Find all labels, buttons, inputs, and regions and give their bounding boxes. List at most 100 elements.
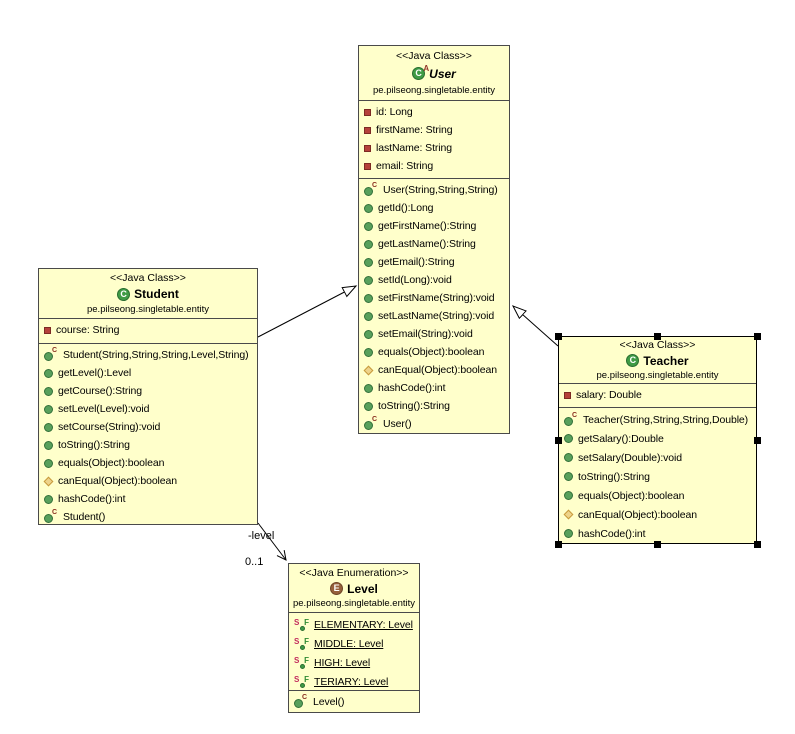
member-row[interactable]: getSalary():Double [559,429,756,448]
member-row[interactable]: getLevel():Level [39,364,257,382]
member-row[interactable]: getId():Long [359,199,509,217]
member-row[interactable]: hashCode():int [359,379,509,397]
selection-handle[interactable] [555,541,562,548]
member-row[interactable]: firstName: String [359,121,509,139]
member-row[interactable]: setSalary(Double):void [559,448,756,467]
member-row[interactable]: getEmail():String [359,253,509,271]
class-name[interactable]: Level [347,581,378,596]
member-row[interactable]: canEqual(Object):boolean [359,361,509,379]
member-text: getId():Long [378,202,434,214]
class-name[interactable]: User [429,66,456,81]
class-name[interactable]: Student [134,287,179,301]
constructor-icon: C [44,509,58,523]
member-text: setEmail(String):void [378,328,473,340]
member-text: hashCode():int [378,382,446,394]
member-row[interactable]: setEmail(String):void [359,325,509,343]
public-method-icon [364,347,373,357]
class-box-student[interactable]: <<Java Class>> C Student pe.pilseong.sin… [38,268,258,525]
member-row[interactable]: setId(Long):void [359,271,509,289]
member-row[interactable]: getFirstName():String [359,217,509,235]
member-text: hashCode():int [58,493,126,505]
member-row[interactable]: setCourse(String):void [39,418,257,436]
member-text: HIGH: Level [314,656,371,669]
member-text: lastName: String [376,142,453,154]
member-row[interactable]: hashCode():int [559,524,756,543]
public-method-icon [44,368,53,378]
member-row[interactable]: toString():String [359,397,509,415]
member-text: equals(Object):boolean [58,457,165,469]
member-text: getSalary():Double [578,432,664,445]
member-row[interactable]: course: String [39,321,257,339]
member-text: ELEMENTARY: Level [314,618,413,631]
public-method-icon [564,472,573,481]
class-box-teacher[interactable]: <<Java Class>> C Teacher pe.pilseong.sin… [558,336,757,544]
class-name[interactable]: Teacher [643,353,689,368]
member-row[interactable]: lastName: String [359,139,509,157]
member-row[interactable]: email: String [359,157,509,175]
member-text: User() [383,418,412,430]
public-method-icon [44,386,53,396]
public-method-icon [44,422,53,432]
selection-handle[interactable] [754,541,761,548]
member-row[interactable]: canEqual(Object):boolean [39,472,257,490]
member-row[interactable]: setLastName(String):void [359,307,509,325]
member-row[interactable]: salary: Double [559,386,756,404]
public-method-icon [44,458,53,468]
member-row[interactable]: equals(Object):boolean [39,454,257,472]
member-row[interactable]: setFirstName(String):void [359,289,509,307]
member-row[interactable]: getLastName():String [359,235,509,253]
association-student-level[interactable] [257,522,287,561]
class-box-user[interactable]: <<Java Class>> C A User pe.pilseong.sing… [358,45,510,434]
public-method-icon [364,275,373,285]
stereotype-label: <<Java Class>> [396,50,472,63]
member-row[interactable]: hashCode():int [39,490,257,508]
member-row[interactable]: id: Long [359,103,509,121]
public-method-icon [364,383,373,393]
selection-handle[interactable] [654,541,661,548]
member-text: MIDDLE: Level [314,637,384,650]
protected-method-icon [363,365,374,375]
member-row[interactable]: canEqual(Object):boolean [559,505,756,524]
class-box-level[interactable]: <<Java Enumeration>> E Level pe.pilseong… [288,563,420,713]
member-row[interactable]: toString():String [559,467,756,486]
protected-method-icon [563,509,574,520]
member-text: equals(Object):boolean [378,346,485,358]
association-role-label[interactable]: -level [248,530,275,542]
package-label: pe.pilseong.singletable.entity [86,304,209,315]
association-multiplicity-label[interactable]: 0..1 [245,556,264,568]
public-method-icon [44,440,53,450]
public-method-icon [364,221,373,231]
generalization-student-user[interactable] [257,286,356,338]
enum-icon: E [330,582,344,595]
member-text: Level() [313,696,345,708]
member-row[interactable]: equals(Object):boolean [559,486,756,505]
selection-handle[interactable] [654,333,661,340]
member-text: toString():String [578,470,650,483]
member-row[interactable]: toString():String [39,436,257,454]
selection-handle[interactable] [555,333,562,340]
selection-handle[interactable] [555,437,562,444]
selection-handle[interactable] [754,333,761,340]
member-row[interactable]: setLevel(Level):void [39,400,257,418]
public-method-icon [364,203,373,213]
class-header: <<Java Class>> C Teacher pe.pilseong.sin… [559,337,756,383]
member-row[interactable]: getCourse():String [39,382,257,400]
class-icon: C [117,287,131,301]
selection-handle[interactable] [754,437,761,444]
member-text: getCourse():String [58,385,142,397]
member-row[interactable]: equals(Object):boolean [359,343,509,361]
generalization-teacher-user[interactable] [513,306,559,347]
